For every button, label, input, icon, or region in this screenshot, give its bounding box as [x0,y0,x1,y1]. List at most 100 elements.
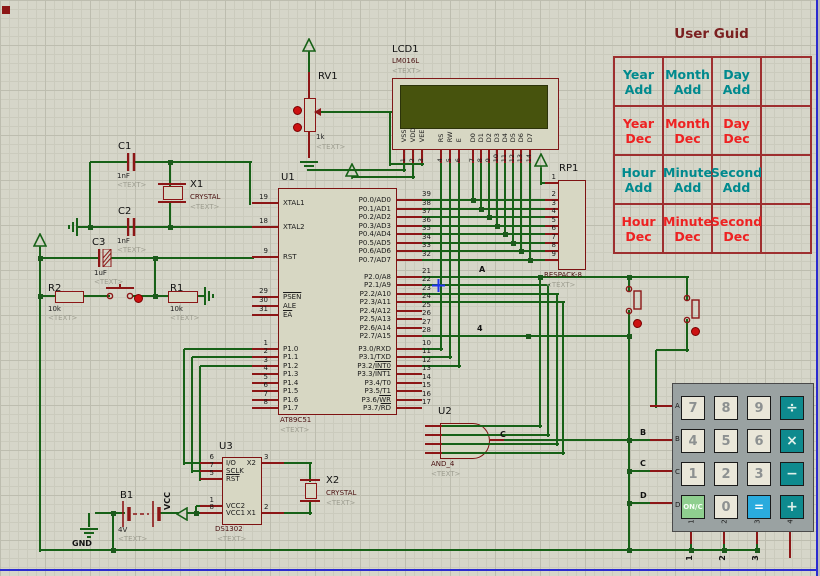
mcu-pin-P2.7/A15: P2.7/A15 [359,332,391,340]
stub-10 [252,382,280,384]
mcu-at89c51[interactable] [278,188,397,415]
battery-b1[interactable] [120,501,164,531]
stub-73 [650,405,674,407]
ground-c2 [66,218,78,240]
keypad-key-1[interactable]: 1 [681,462,705,486]
stub-27 [395,318,422,320]
stub-42 [449,148,451,163]
net-c: C [640,459,646,468]
lcd-display[interactable] [392,78,559,150]
junction-dot-14 [528,258,533,263]
wire-73 [539,277,541,428]
wire-78 [440,434,550,436]
keypad-key-+[interactable]: + [780,495,804,519]
junction-dot-1 [168,225,173,230]
keypad-col-label-1: 1 [687,519,696,524]
keypad-key-4[interactable]: 4 [681,429,705,453]
junction-dot-5 [38,294,43,299]
junction-dot-28 [755,548,760,553]
keypad-key-6[interactable]: 6 [747,429,771,453]
lcd-pin-number-6: 6 [453,158,462,163]
mcu-pin-number-8: 8 [263,398,268,406]
stub-60 [545,259,560,261]
keypad-key-=[interactable]: = [747,495,771,519]
stub-9 [252,373,280,375]
x1-ref: X1 [190,179,204,190]
keypad-key-×[interactable]: × [780,429,804,453]
r2-ref: R2 [48,283,62,294]
rv1-adjust-down[interactable] [293,117,302,136]
wire-59 [420,242,547,244]
rtc-ds1302[interactable] [222,457,262,525]
stub-54 [545,208,560,210]
ground-b1 [80,525,98,544]
button-actuator-reset[interactable] [134,288,143,307]
wire-6 [135,226,254,228]
stub-29 [395,335,422,337]
capacitor-c2[interactable] [126,218,137,240]
stub-80 [789,530,791,558]
keypad-key-ON/C[interactable]: ON/C [681,495,705,519]
push-button-reset[interactable] [105,284,135,304]
keypad-key-0[interactable]: 0 [714,495,738,519]
capacitor-c3[interactable] [97,248,112,271]
keypad-key-2[interactable]: 2 [714,462,738,486]
mcu-pin-P0.6/AD6: P0.6/AD6 [358,247,391,255]
keypad-key-−[interactable]: − [780,462,804,486]
keypad-key-3[interactable]: 3 [747,462,771,486]
wire-65 [420,356,452,358]
x2-placeholder: <TEXT> [326,499,356,507]
u3-pin-number-8: 8 [209,503,214,511]
button-actuator-2[interactable] [691,321,700,340]
crystal-x1[interactable] [163,186,183,200]
wire-96 [541,182,547,184]
stub-76 [650,502,674,504]
respack-8[interactable] [558,180,586,270]
wire-36 [282,512,312,514]
stub-30 [395,348,422,350]
resistor-r2[interactable] [55,291,84,303]
stub-53 [545,199,560,201]
keypad-key-÷[interactable]: ÷ [780,396,804,420]
wire-89 [656,349,689,351]
crystal-x2[interactable] [305,483,317,499]
wire-74 [547,285,549,437]
capacitor-c1[interactable] [126,153,137,175]
wire-72 [420,335,631,337]
stub-8 [252,365,280,367]
mcu-pin-number-3: 3 [263,356,268,364]
push-button-1[interactable] [625,285,643,319]
junction-dot-9 [487,215,492,220]
keypad-key-7[interactable]: 7 [681,396,705,420]
stub-36 [395,399,422,401]
lcd-pin-number-1: 1 [398,158,407,163]
u3-pin-number-3: 3 [264,453,269,461]
wire-82 [628,277,630,291]
keypad-col-label-3: 3 [753,519,762,524]
keypad-key-5[interactable]: 5 [714,429,738,453]
wire-83 [628,310,630,552]
stub-17 [395,225,422,227]
stub-66 [260,462,284,464]
rv1-adjust-up[interactable] [293,100,302,119]
junction-dot-20 [627,469,632,474]
stub-67 [260,512,284,514]
keypad-col-label-2: 2 [720,519,729,524]
wire-4 [169,201,171,229]
c2-value: 1nF [117,237,130,245]
stub-11 [252,390,280,392]
button-actuator-1[interactable] [633,313,642,332]
keypad-key-8[interactable]: 8 [714,396,738,420]
stub-45 [480,148,482,163]
push-button-2[interactable] [683,294,701,328]
keypad-key-9[interactable]: 9 [747,396,771,420]
junction-dot-18 [627,334,632,339]
guide-cell-2-2: Second Add [711,155,762,204]
stub-19 [395,242,422,244]
c3-ref: C3 [92,237,106,248]
keypad-col-label-4: 4 [786,519,795,524]
mcu-pin-number-14: 14 [422,373,431,381]
resistor-r1[interactable] [168,291,198,303]
mcu-pin-P3.0/RXD: P3.0/RXD [358,345,391,353]
